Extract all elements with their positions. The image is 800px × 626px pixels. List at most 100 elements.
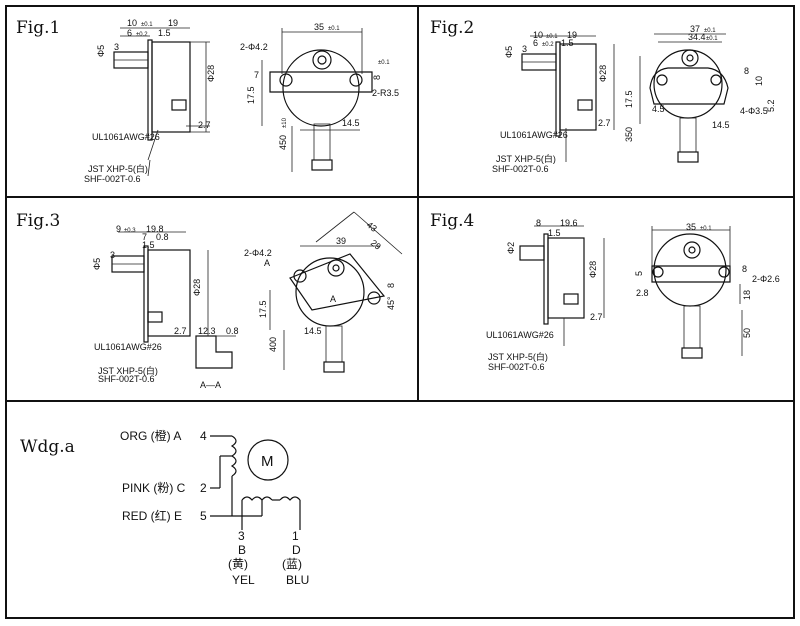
svg-text:450: 450 <box>278 135 288 150</box>
svg-text:±0.1: ±0.1 <box>700 226 712 232</box>
svg-text:2.7: 2.7 <box>174 326 187 336</box>
figure-2-title: Fig.2 <box>430 18 474 38</box>
svg-text:2.7: 2.7 <box>198 120 211 130</box>
svg-text:8: 8 <box>742 264 747 274</box>
svg-text:4.5: 4.5 <box>652 104 665 114</box>
svg-text:8: 8 <box>386 283 396 288</box>
svg-text:8: 8 <box>744 66 749 76</box>
fig1-side-flange <box>147 39 153 141</box>
svg-text:19.8: 19.8 <box>146 224 164 234</box>
svg-text:±0.1: ±0.1 <box>704 28 716 34</box>
svg-text:±0.1: ±0.1 <box>378 60 390 66</box>
svg-text:10: 10 <box>533 30 543 40</box>
fig1-side-body <box>151 41 191 133</box>
figure-3-title: Fig.3 <box>16 211 60 231</box>
svg-text:2: 2 <box>200 481 207 495</box>
svg-text:4: 4 <box>200 429 207 443</box>
svg-text:19: 19 <box>168 18 178 28</box>
svg-text:2-R3.5: 2-R3.5 <box>372 88 399 98</box>
coil-ae <box>230 435 237 477</box>
winding-title: Wdg.a <box>20 437 75 457</box>
coil-bd-right <box>279 496 301 501</box>
lead-orange: ORG (橙) A <box>120 428 181 443</box>
lead-blue-pin: 1 <box>292 529 299 543</box>
fig1-width: 35 <box>314 22 324 32</box>
svg-text:14.5: 14.5 <box>712 120 730 130</box>
figure-4-title: Fig.4 <box>430 211 474 231</box>
svg-text:45°: 45° <box>386 296 396 310</box>
svg-text:1.5: 1.5 <box>548 228 561 238</box>
svg-text:UL1061AWG#26: UL1061AWG#26 <box>94 342 162 352</box>
svg-text:±0.1: ±0.1 <box>141 22 153 28</box>
svg-text:±0.1: ±0.1 <box>706 36 718 42</box>
svg-text:35: 35 <box>686 222 696 232</box>
svg-text:43: 43 <box>365 220 379 234</box>
svg-text:UL1061AWG#26: UL1061AWG#26 <box>92 132 160 142</box>
svg-text:3: 3 <box>110 250 115 260</box>
svg-text:14.5: 14.5 <box>342 118 360 128</box>
svg-text:D: D <box>292 543 301 557</box>
svg-text:Φ5: Φ5 <box>96 45 106 57</box>
lead-blue: BLU <box>286 573 309 587</box>
svg-text:34.4: 34.4 <box>688 32 706 42</box>
svg-text:JST XHP-5(白): JST XHP-5(白) <box>496 153 556 164</box>
svg-text:±10: ±10 <box>282 117 288 128</box>
figure-3: Fig.3 9 ±0.3 19.8 7 0.8 1.5 Φ5 3 Φ28 2.7… <box>16 211 403 390</box>
svg-text:Φ28: Φ28 <box>598 65 608 82</box>
svg-text:Φ28: Φ28 <box>192 279 202 296</box>
svg-text:17.5: 17.5 <box>246 86 256 104</box>
svg-text:UL1061AWG#26: UL1061AWG#26 <box>486 330 554 340</box>
svg-text:0.8: 0.8 <box>156 232 169 242</box>
svg-text:SHF-002T-0.6: SHF-002T-0.6 <box>492 164 549 174</box>
svg-text:±0.1: ±0.1 <box>546 34 558 40</box>
lead-yellow: YEL <box>232 573 255 587</box>
figure-1-title: Fig.1 <box>16 18 60 38</box>
svg-text:(黄): (黄) <box>228 557 248 571</box>
svg-text:2-Φ4.2: 2-Φ4.2 <box>244 248 272 258</box>
svg-text:1.5: 1.5 <box>561 38 574 48</box>
outer-frame <box>5 5 795 619</box>
svg-text:SHF-002T-0.6: SHF-002T-0.6 <box>488 362 545 372</box>
lead-red: RED (红) E <box>122 508 182 523</box>
svg-text:JST XHP-5(白): JST XHP-5(白) <box>488 351 548 362</box>
svg-text:Φ2: Φ2 <box>506 242 516 254</box>
svg-text:2-Φ2.6: 2-Φ2.6 <box>752 274 780 284</box>
figure-1: Fig.1 10 ±0.1 19 6 ±0.2 1.5 Φ5 3 Φ28 2.7… <box>16 18 399 184</box>
svg-text:5.2: 5.2 <box>766 99 776 112</box>
svg-text:7: 7 <box>142 232 147 242</box>
svg-text:Φ5: Φ5 <box>92 258 102 270</box>
winding-diagram: Wdg.a M ORG (橙) A 4 PINK (粉) C 2 RED (红)… <box>20 428 309 587</box>
svg-text:9: 9 <box>116 224 121 234</box>
svg-text:SHF-002T-0.6: SHF-002T-0.6 <box>98 374 155 384</box>
svg-text:3: 3 <box>522 44 527 54</box>
svg-text:±0.2: ±0.2 <box>136 32 148 38</box>
svg-text:A—A: A—A <box>200 380 221 390</box>
svg-text:4-Φ3.5: 4-Φ3.5 <box>740 106 768 116</box>
svg-text:14.5: 14.5 <box>304 326 322 336</box>
svg-text:Φ28: Φ28 <box>206 65 216 82</box>
svg-text:SHF-002T-0.6: SHF-002T-0.6 <box>84 174 141 184</box>
svg-text:6: 6 <box>533 38 538 48</box>
figure-2: Fig.2 10 ±0.1 19 6 ±0.2 1.5 Φ5 3 Φ28 2.7… <box>430 18 776 174</box>
svg-text:2.8: 2.8 <box>636 288 649 298</box>
svg-text:17.5: 17.5 <box>258 300 268 318</box>
svg-text:29: 29 <box>369 238 383 252</box>
svg-text:10: 10 <box>754 76 764 86</box>
fig1-dim-a: 10 <box>127 18 137 28</box>
svg-text:A: A <box>330 294 336 304</box>
svg-text:19.6: 19.6 <box>560 218 578 228</box>
svg-text:Φ5: Φ5 <box>504 46 514 58</box>
motor-symbol-label: M <box>261 453 274 470</box>
svg-text:17.5: 17.5 <box>624 90 634 108</box>
lead-pink: PINK (粉) C <box>122 481 186 495</box>
svg-text:7: 7 <box>254 70 259 80</box>
svg-text:JST XHP-5(白): JST XHP-5(白) <box>88 163 148 174</box>
svg-text:12.3: 12.3 <box>198 326 216 336</box>
coil-bd-left <box>241 496 273 501</box>
svg-text:0.8: 0.8 <box>226 326 239 336</box>
svg-text:39: 39 <box>336 236 346 246</box>
motor-symbol-circle <box>247 439 289 481</box>
svg-text:2-Φ4.2: 2-Φ4.2 <box>240 42 268 52</box>
svg-text:8: 8 <box>536 218 541 228</box>
